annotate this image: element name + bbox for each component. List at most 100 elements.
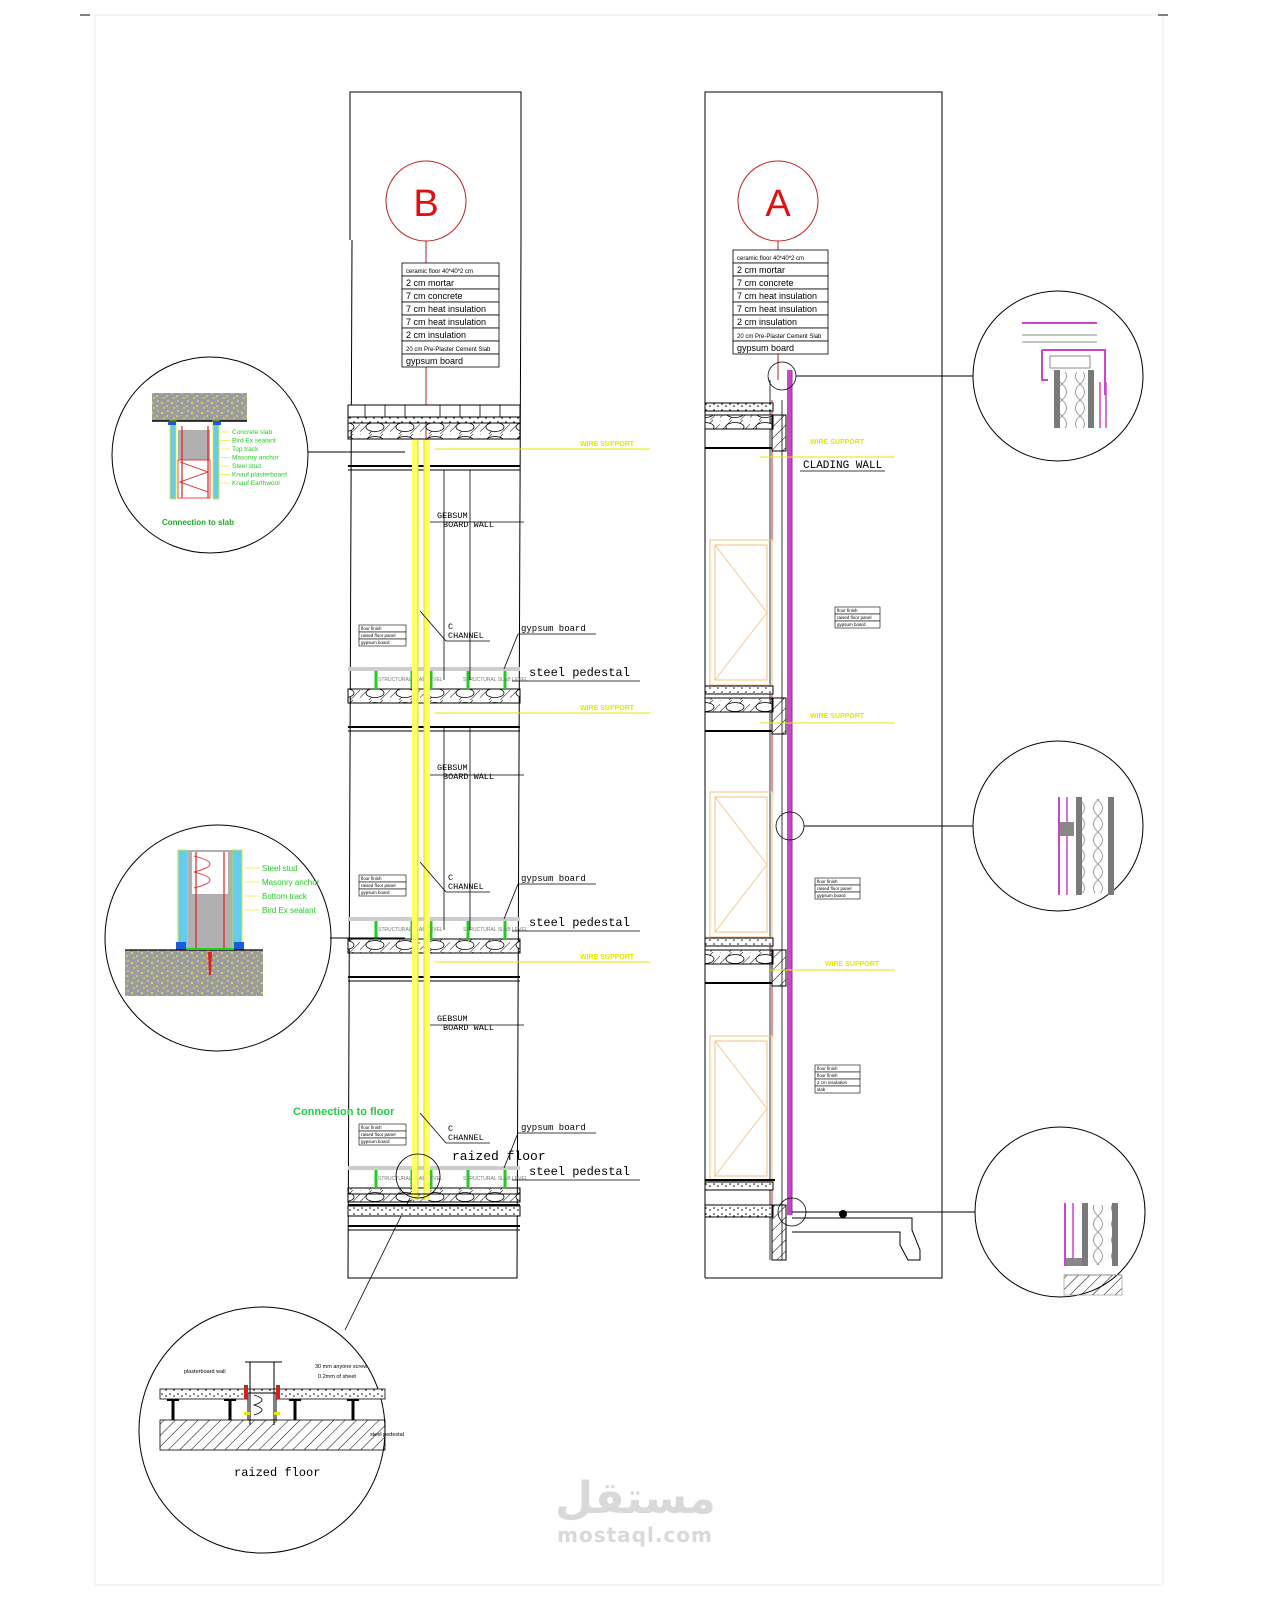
gypsum-wall-b <box>412 440 418 1200</box>
gypsum-wall-label: BOARD WALL <box>443 520 494 530</box>
layer-table-cell: gypsum board <box>737 343 794 353</box>
steel-pedestal <box>429 671 433 689</box>
layer-table-cell: 7 cm heat insulation <box>406 304 486 314</box>
mini-table-cell: raised floor panel <box>817 886 852 891</box>
section-a-frame <box>704 91 943 1279</box>
detail-callout-label: Steel stud <box>232 463 261 470</box>
structural-slab-level-label: STRUCTURAL SLAB LEVEL <box>463 677 528 683</box>
mini-table-cell: gypsum board <box>837 622 866 627</box>
mini-table-cell: gypsum board <box>817 893 846 898</box>
detail-callout-label: Knauf plasterboard <box>232 472 287 479</box>
gypsum-board-label: gypsum board <box>521 874 586 884</box>
detail-callout-circle[interactable] <box>395 1153 441 1199</box>
structural-slab-level-label: STRUCTURAL SLAB LEVEL <box>378 927 443 933</box>
gypsum-board-label: gypsum board <box>521 624 586 634</box>
sheet-border <box>94 14 1164 1586</box>
c-channel-label: CHANNEL <box>448 631 484 641</box>
steel-pedestal <box>466 921 470 939</box>
wire-support-label: WIRE SUPPORT <box>825 961 880 968</box>
detail-raised-floor: plasterboard wall 30 mm anyone screw 0.2mm… <box>138 1306 404 1554</box>
detail-callout-label: Knauf Earthwool <box>232 480 280 487</box>
gypsum-wall-label: GEBSUM <box>437 763 468 773</box>
layer-table-cell: 7 cm heat insulation <box>737 291 817 301</box>
section-a: A ceramic floor 40*40*2 cm 2 cm mortar 7 c… <box>704 91 975 1279</box>
section-marker-a-label: A <box>765 183 791 225</box>
mini-table-cell: floor finish <box>817 1066 838 1071</box>
connection-to-floor-label: Connection to floor <box>293 1106 395 1118</box>
layer-table-a: ceramic floor 40*40*2 cm 2 cm mortar 7 cm … <box>732 249 829 355</box>
detail-callout-label: Top track <box>232 446 259 453</box>
detail-cladding-bottom <box>974 1126 1146 1298</box>
layer-table-cell: ceramic floor 40*40*2 cm <box>406 269 473 275</box>
wire-support-label: WIRE SUPPORT <box>580 705 635 712</box>
cladding-wall <box>787 370 792 1215</box>
mini-table-cell: raised floor panel <box>361 883 396 888</box>
wire-support-label: WIRE SUPPORT <box>580 954 635 961</box>
detail-callout-label: Masonry anchor <box>232 455 279 462</box>
layer-table-row <box>732 340 829 355</box>
layer-table-cell: 20 cm Pre-Plaster Cement Slab <box>406 347 491 353</box>
detail-callout-label: Steel stud <box>262 864 298 873</box>
layer-table-b: ceramic floor 40*40*2 cm 2 cm mortar 7 cm … <box>401 262 500 368</box>
layer-table-cell: 2 cm mortar <box>406 278 454 288</box>
wire-support-label: WIRE SUPPORT <box>810 713 865 720</box>
detail-cladding-top <box>972 290 1144 462</box>
layer-table-cell: 2 cm mortar <box>737 265 785 275</box>
steel-pedestal <box>374 1170 378 1188</box>
layer-table-cell: 7 cm heat insulation <box>406 317 486 327</box>
detail-callout-label: Bottom track <box>262 892 308 901</box>
c-channel-label: C <box>448 1124 453 1134</box>
gypsum-wall-label: BOARD WALL <box>443 772 494 782</box>
mini-table-cell: raised floor panel <box>361 633 396 638</box>
layer-table-cell: 7 cm concrete <box>737 278 794 288</box>
detail-callout-label: plasterboard wall <box>184 1369 226 1375</box>
steel-pedestal <box>503 671 507 689</box>
raized-floor-label: raized floor <box>452 1149 546 1164</box>
window <box>709 791 773 938</box>
layer-table-cell: 2 cm insulation <box>406 330 466 340</box>
mini-table-cell: raised floor panel <box>837 615 872 620</box>
mini-table-cell: floor finish <box>817 879 838 884</box>
detail-callout-label: Masonry anchor <box>262 878 320 887</box>
mini-table-cell: gypsum board <box>361 1139 390 1144</box>
steel-pedestal <box>374 671 378 689</box>
steel-pedestal <box>351 1401 355 1420</box>
layer-table-cell: ceramic floor 40*40*2 cm <box>737 256 804 262</box>
gypsum-wall-label: BOARD WALL <box>443 1023 494 1033</box>
detail-callout-label: 30 mm anyone screw <box>315 1364 367 1370</box>
layer-table-row <box>401 353 500 368</box>
structural-slab-level-label: STRUCTURAL SLAB LEVEL <box>378 677 443 683</box>
detail-title: raized floor <box>234 1466 320 1480</box>
detail-callout-label: Bird Ex sealant <box>262 906 317 915</box>
steel-pedestal <box>374 921 378 939</box>
layer-table-cell: gypsum board <box>406 356 463 366</box>
detail-callout-label: Concrete slab <box>232 429 272 436</box>
mini-table-cell: floor finish <box>837 608 858 613</box>
c-channel-label: CHANNEL <box>448 882 484 892</box>
detail-callout-label: 0.2mm of sheet <box>318 1374 356 1380</box>
mini-table-cell: floor finish <box>361 876 382 881</box>
wire-support-label: WIRE SUPPORT <box>580 441 635 448</box>
steel-pedestal <box>171 1401 175 1420</box>
steel-pedestal <box>228 1401 232 1420</box>
c-channel-label: C <box>448 873 453 883</box>
mini-table-cell: slab <box>817 1087 826 1092</box>
detail-callout-label: Bird Ex sealant <box>232 438 276 445</box>
steel-pedestal-label: steel pedestal <box>529 916 630 930</box>
window <box>709 1035 773 1182</box>
layer-table-cell: 20 cm Pre-Plaster Cement Slab <box>737 334 822 340</box>
steel-pedestal <box>429 921 433 939</box>
detail-title: Connection to slab <box>162 518 234 527</box>
steel-pedestal <box>429 1170 433 1188</box>
watermark: مستقل mostaql.com <box>555 1475 716 1548</box>
clading-wall-label: CLADING WALL <box>803 460 882 472</box>
layer-table-cell: 2 cm insulation <box>737 317 797 327</box>
watermark-latin: mostaql.com <box>557 1523 713 1547</box>
window <box>709 539 773 686</box>
mini-table-cell: floor finish <box>817 1073 838 1078</box>
steel-pedestal <box>503 1170 507 1188</box>
layer-table-cell: 7 cm heat insulation <box>737 304 817 314</box>
